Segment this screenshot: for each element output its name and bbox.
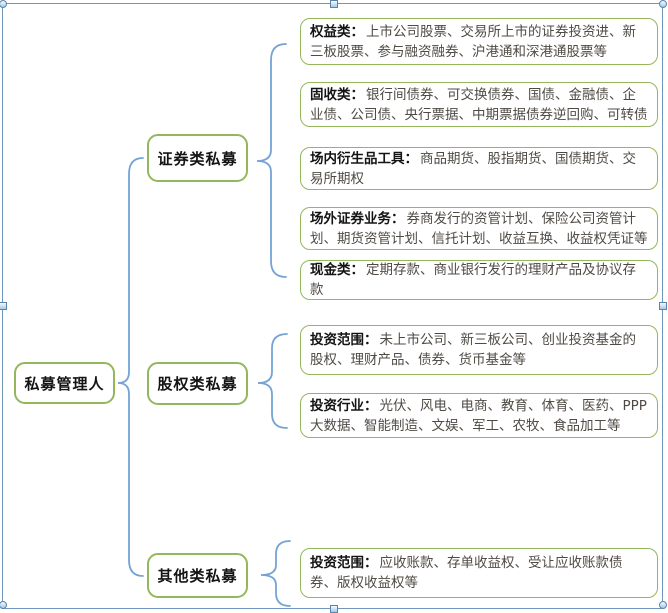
leaf-exchange-derivatives-text: 场内衍生品工具：商品期货、股指期货、国债期货、交易所期权 — [310, 150, 636, 187]
leaf-other-investment-scope[interactable]: 投资范围：应收账款、存单收益权、受让应收账款债券、版权收益权等 — [300, 548, 658, 598]
resize-handle-bottom-right[interactable] — [659, 601, 667, 609]
leaf-investment-industries-text: 投资行业：光伏、风电、电商、教育、体育、医药、PPP大数据、智能制造、文娱、军工… — [310, 397, 647, 434]
leaf-equity-class[interactable]: 权益类：上市公司股票、交易所上市的证券投资进、新三板股票、参与融资融券、沪港通和… — [300, 18, 658, 65]
leaf-equity-class-text: 权益类：上市公司股票、交易所上市的证券投资进、新三板股票、参与融资融券、沪港通和… — [310, 23, 636, 60]
curly-brace-equity[interactable] — [257, 333, 288, 429]
leaf-otc-securities-text: 场外证券业务：券商发行的资管计划、保险公司资管计划、期货资管计划、信托计划、收益… — [310, 210, 648, 247]
leaf-equity-investment-scope-text: 投资范围：未上市公司、新三板公司、创业投资基金的股权、理财产品、债券、货币基金等 — [310, 332, 636, 368]
curly-brace-root[interactable] — [117, 157, 144, 577]
resize-handle-bottom-middle[interactable] — [330, 605, 338, 613]
root-node-fund-manager[interactable]: 私募管理人 — [14, 362, 115, 404]
resize-handle-right-middle[interactable] — [659, 302, 667, 310]
branch-node-other-label: 其他类私募 — [157, 567, 238, 585]
leaf-otc-securities[interactable]: 场外证券业务：券商发行的资管计划、保险公司资管计划、期货资管计划、信托计划、收益… — [300, 207, 658, 250]
leaf-other-investment-scope-text: 投资范围：应收账款、存单收益权、受让应收账款债券、版权收益权等 — [310, 555, 623, 591]
branch-node-equity-label: 股权类私募 — [157, 375, 238, 393]
leaf-cash[interactable]: 现金类：定期存款、商业银行发行的理财产品及协议存款 — [300, 260, 658, 300]
branch-node-equity[interactable]: 股权类私募 — [147, 362, 248, 405]
branch-node-other[interactable]: 其他类私募 — [147, 553, 248, 598]
leaf-cash-text: 现金类：定期存款、商业银行发行的理财产品及协议存款 — [310, 262, 636, 298]
root-node-label: 私募管理人 — [24, 374, 105, 393]
resize-handle-top-middle[interactable] — [330, 0, 338, 8]
leaf-fixed-income[interactable]: 固收类：银行间债券、可交换债券、国债、金融债、企业债、公司债、央行票据、中期票据… — [300, 82, 658, 127]
leaf-fixed-income-text: 固收类：银行间债券、可交换债券、国债、金融债、企业债、公司债、央行票据、中期票据… — [310, 86, 648, 123]
resize-handle-top-right[interactable] — [659, 0, 667, 8]
branch-node-securities-label: 证券类私募 — [157, 149, 238, 168]
leaf-investment-industries[interactable]: 投资行业：光伏、风电、电商、教育、体育、医药、PPP大数据、智能制造、文娱、军工… — [300, 393, 658, 438]
curly-brace-other[interactable] — [260, 540, 291, 607]
branch-node-securities[interactable]: 证券类私募 — [147, 134, 248, 182]
leaf-exchange-derivatives[interactable]: 场内衍生品工具：商品期货、股指期货、国债期货、交易所期权 — [300, 147, 658, 190]
resize-handle-top-left[interactable] — [0, 0, 7, 8]
resize-handle-left-middle[interactable] — [0, 302, 7, 310]
curly-brace-securities[interactable] — [256, 43, 287, 278]
leaf-equity-investment-scope[interactable]: 投资范围：未上市公司、新三板公司、创业投资基金的股权、理财产品、债券、货币基金等 — [300, 325, 658, 375]
